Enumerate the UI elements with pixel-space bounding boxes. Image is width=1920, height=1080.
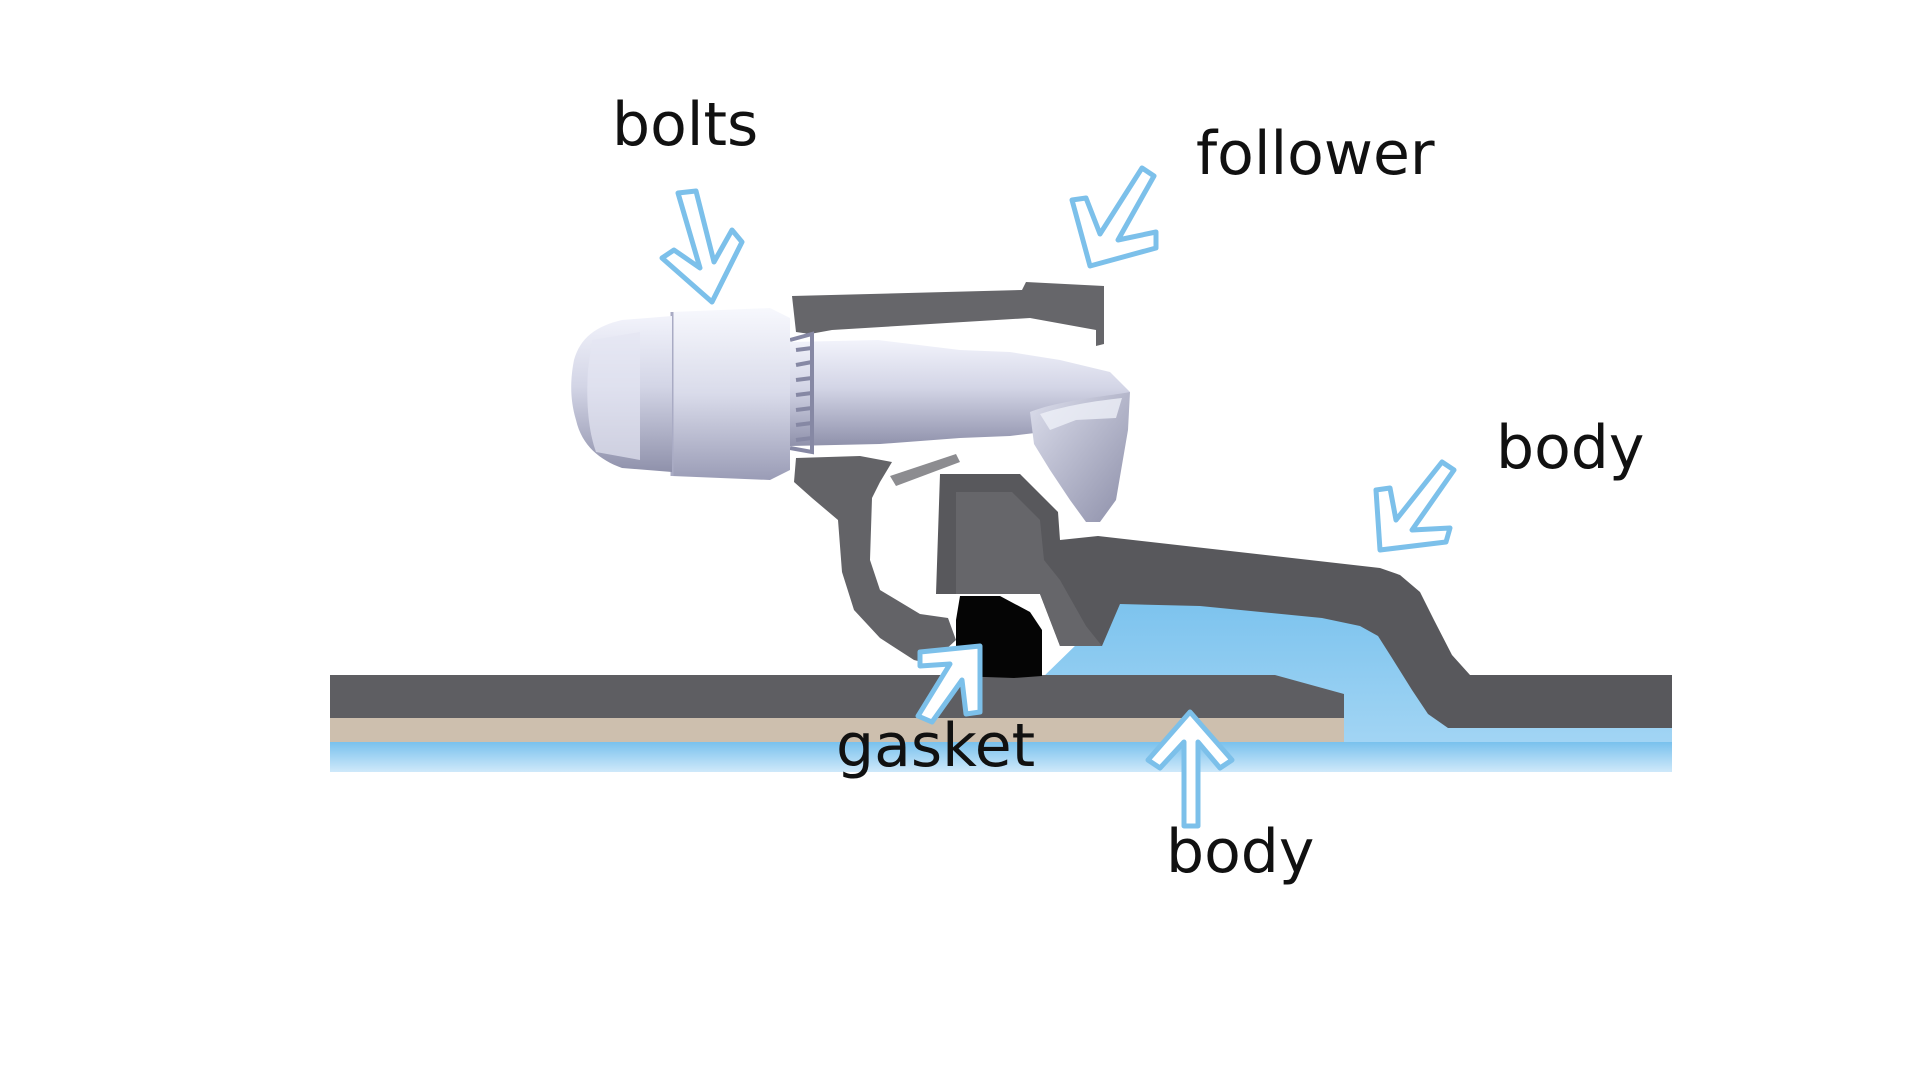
bolt-threads [789, 331, 814, 455]
callout-arrow-follower [1069, 165, 1159, 269]
callout-arrows [659, 165, 1457, 829]
callout-arrow-gasket [915, 643, 983, 725]
follower-gland [792, 282, 1104, 346]
bolt-hook-highlight [1040, 398, 1122, 430]
follower-link [890, 454, 960, 486]
label-bolts: bolts [612, 90, 759, 160]
follower-leg [794, 456, 956, 664]
label-follower: follower [1196, 119, 1435, 189]
pipe-flow-band [330, 742, 1672, 772]
pipe-wall [330, 675, 1344, 718]
body-bell-inner [956, 492, 1102, 646]
nut [672, 308, 790, 480]
callout-arrow-body-upper [1373, 459, 1457, 553]
label-gasket: gasket [836, 711, 1036, 781]
callout-arrow-bolts [659, 188, 745, 305]
label-body-lower: body [1166, 817, 1315, 887]
label-body-upper: body [1496, 413, 1645, 483]
body-bell [936, 474, 1672, 728]
callout-arrow-body-lower [1145, 709, 1235, 829]
acorn-cap-facet [587, 332, 640, 460]
